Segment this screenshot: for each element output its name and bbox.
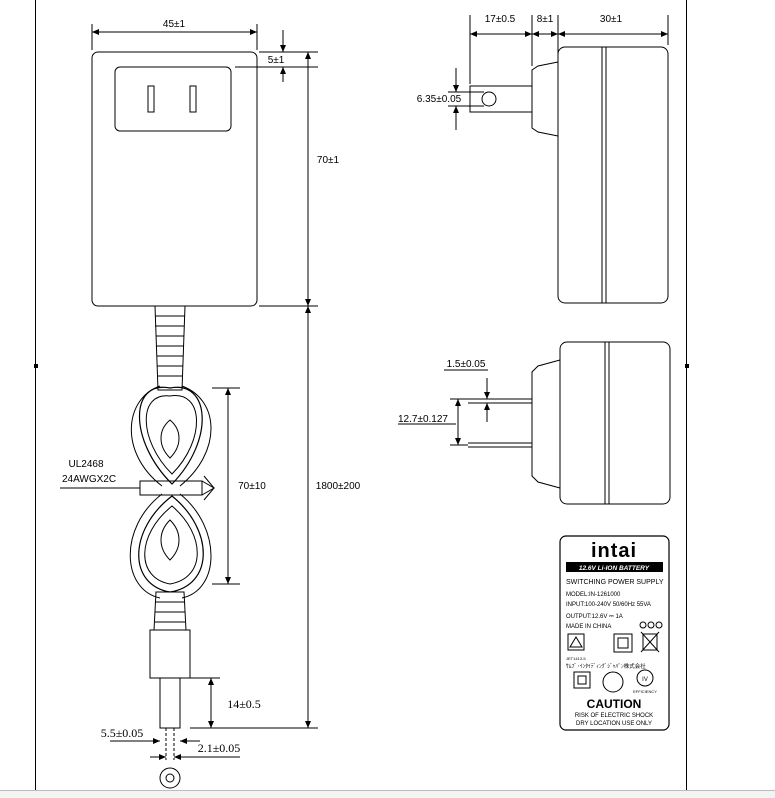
dc-plug-barrel [159,677,181,729]
bottom-base [531,359,561,489]
brand-logo: intai [591,540,637,562]
efficiency-label: EFFICIENCY [633,689,657,694]
cable-spec-line1: UL2468 [68,459,103,470]
strain-relief-top [154,305,186,391]
caution-title: CAUTION [587,697,642,711]
coil-lower-eye [160,519,180,561]
dim-base-thickness: 8±1 [537,14,554,25]
side-view [448,15,669,304]
pse-mark-icon [567,633,585,651]
side-body [557,46,669,304]
plug-recess [114,66,232,132]
coil-upper-eye [160,419,180,459]
label-japanese: ｻﾑﾌﾞ･ｲﾝﾀｲﾃﾞｨﾝｸﾞｼﾞｬﾊﾟﾝ株式会社 [566,662,646,670]
product-label: intai 12.6V Li-ION BATTERY SWITCHING POW… [559,535,670,731]
dim-body-depth: 30±1 [600,14,623,25]
round-cert-icon [602,671,624,693]
side-prong [469,85,533,113]
caution-line2: DRY LOCATION USE ONLY [576,721,652,727]
cert-mark-icon [639,621,647,629]
cable-assembly [60,305,318,789]
adapter-body [91,51,258,307]
dim-total-length: 1800±200 [316,481,361,492]
dim-pin-thickness: 1.5±0.05 [447,359,486,370]
prong-right [189,85,197,113]
frame-left-border [35,0,36,790]
double-insulation-icon [613,633,633,653]
dim-pin-offset: 5±1 [268,55,285,66]
indoor-use-icon [573,671,591,689]
cable-spec-line2: 24AWGX2C [62,474,116,485]
window-bottom-bar [0,790,775,798]
weee-bin-icon [642,633,658,651]
coil-upper-loop [139,386,203,485]
bottom-view [398,341,671,505]
label-origin: MADE IN CHINA [566,624,611,630]
side-base [531,61,559,137]
selection-handle-left[interactable] [34,364,38,368]
dc-plug-body [149,629,191,679]
label-product: SWITCHING POWER SUPPLY [566,579,664,586]
dim-pin-hole: 6.35±0.05 [417,94,462,105]
bottom-body [559,341,671,505]
battery-banner: 12.6V Li-ION BATTERY [579,565,650,572]
label-output: OUTPUT:12.6V ⎓ 1A [566,614,623,620]
caution-line1: RISK OF ELECTRIC SHOCK [575,713,653,719]
dim-plug-length: 14±0.5 [227,697,261,711]
battery-banner-bg [566,562,663,572]
efficiency-mark-icon [636,669,654,687]
label-model: MODEL:IN-1261000 [566,592,621,598]
dim-pin-spacing: 12.7±0.127 [398,414,448,425]
label-input: INPUT:100-240V 50/60Hz 55VA [566,602,651,608]
selection-handle-right[interactable] [685,364,689,368]
prong-left [147,85,155,113]
dim-coil-length: 70±10 [238,481,266,492]
dim-plug-inner-diameter: 2.1±0.05 [198,741,241,755]
dim-height: 70±1 [317,155,340,166]
plug-end-view [159,767,181,789]
label-cert-code: JET1413-5 [566,656,586,661]
coil-lower-loop [138,495,204,593]
prong-hole [481,91,497,107]
dim-plug-outer-diameter: 5.5±0.05 [101,726,144,740]
efficiency-mark: IV [642,677,648,683]
frame-right-border [686,0,687,790]
dim-width: 45±1 [163,19,186,30]
dim-pin-length: 17±0.5 [485,14,516,25]
front-view [91,24,318,307]
